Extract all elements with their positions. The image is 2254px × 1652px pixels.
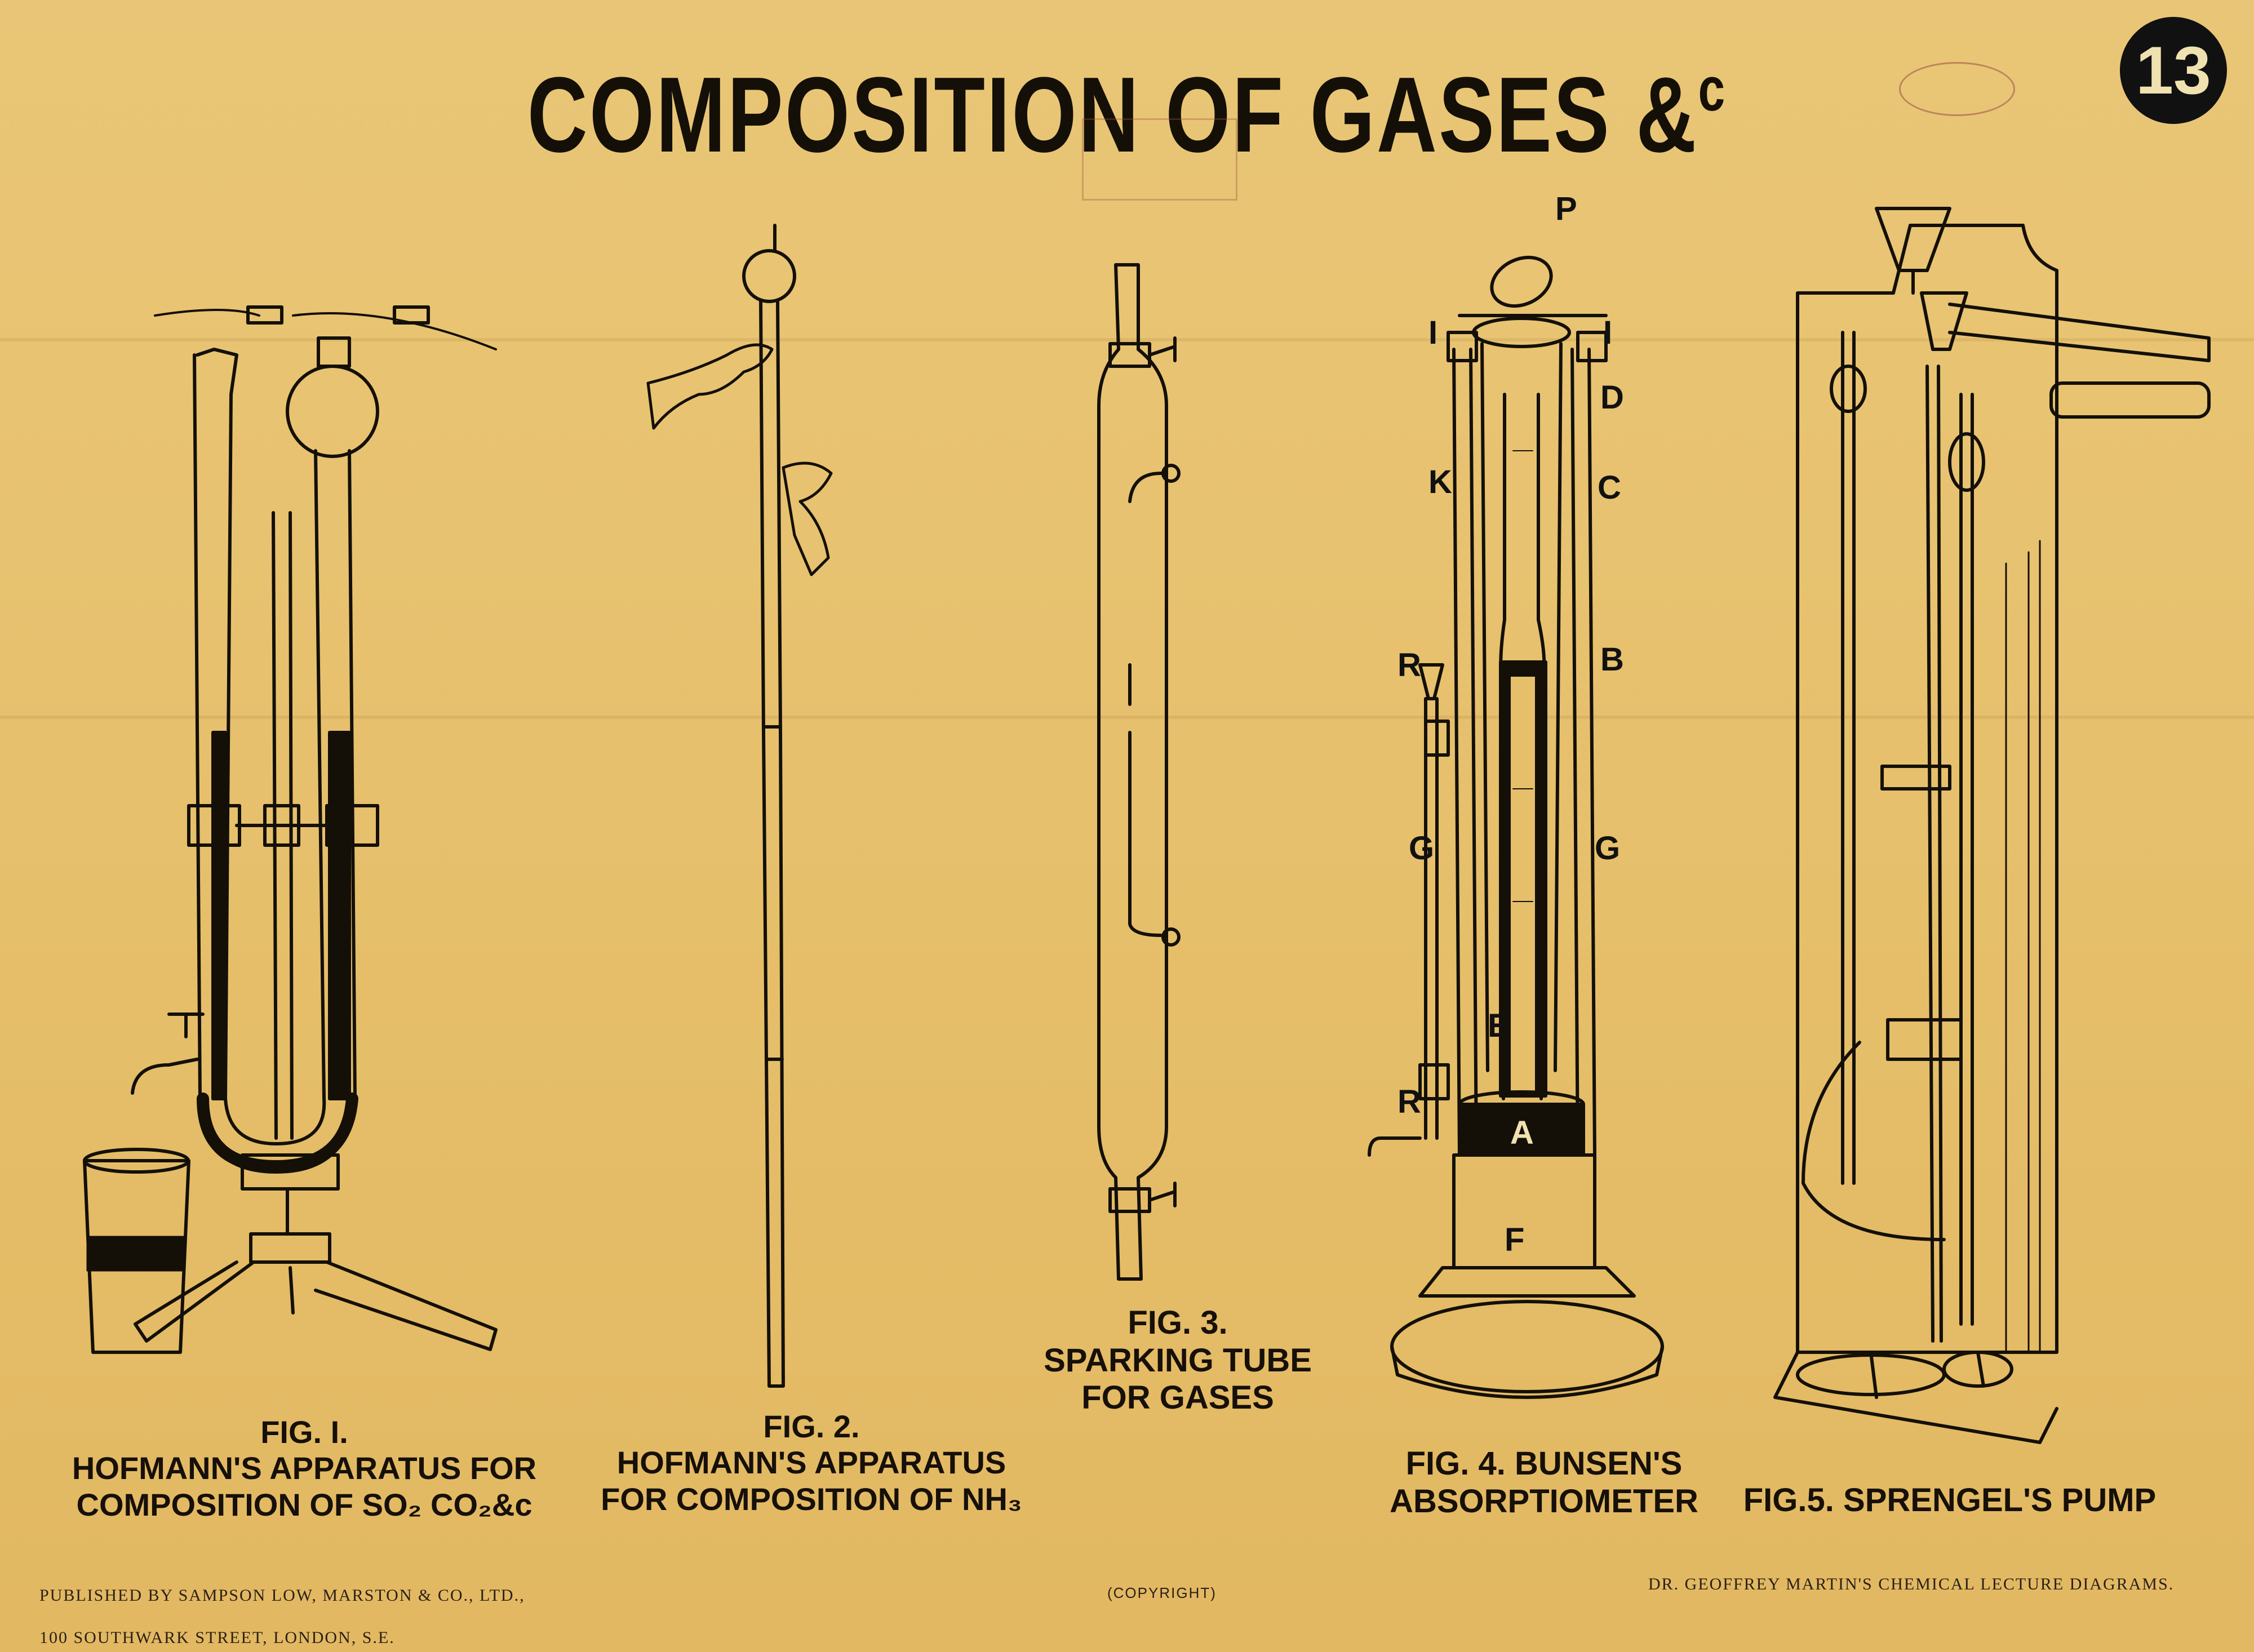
label-r-bottom: R — [1397, 1083, 1421, 1120]
fig2-caption-line2: FOR COMPOSITION OF NH₃ — [601, 1481, 1022, 1517]
label-k: K — [1428, 464, 1452, 500]
series-title: DR. GEOFFREY MARTIN'S CHEMICAL LECTURE D… — [1648, 1575, 2175, 1593]
fig4-caption-line1: ABSORPTIOMETER — [1390, 1482, 1698, 1520]
label-r-top: R — [1397, 647, 1421, 683]
fig5-sprengel-pump — [1773, 207, 2211, 1444]
label-p: P — [1555, 190, 1577, 227]
fig2-caption-line1: HOFMANN'S APPARATUS — [616, 1445, 1006, 1481]
publisher-line2: 100 SOUTHWARK STREET, LONDON, S.E. — [39, 1628, 395, 1647]
fig1-caption-line2: COMPOSITION OF SO₂ CO₂&c — [76, 1486, 533, 1522]
fig2-hofmann-nh3-apparatus — [646, 224, 833, 1388]
fig1-caption-line1: HOFMANN'S APPARATUS FOR — [72, 1450, 537, 1486]
fig1-number: FIG. I. — [260, 1414, 348, 1450]
paper-fold — [0, 338, 2254, 341]
label-c: C — [1598, 469, 1621, 506]
fig1-hofmann-apparatus — [83, 305, 498, 1354]
library-seal — [1082, 118, 1237, 201]
label-g-left: G — [1409, 830, 1434, 867]
poster-title: COMPOSITION OF GASES &c — [527, 55, 1727, 175]
fig3-caption-line2: FOR GASES — [1081, 1379, 1274, 1416]
fig3-sparking-tube — [1097, 263, 1181, 1281]
label-b: B — [1600, 641, 1624, 678]
fig5-number: FIG.5. SPRENGEL'S PUMP — [1743, 1482, 2157, 1518]
label-e: E — [1488, 1007, 1510, 1044]
label-d: D — [1600, 379, 1624, 416]
label-i-left: I — [1428, 314, 1437, 351]
copyright-notice: (COPYRIGHT) — [1107, 1584, 1217, 1601]
fig5-caption: FIG.5. SPRENGEL'S PUMP — [1724, 1482, 2175, 1520]
label-g-right: G — [1595, 830, 1620, 867]
fig3-caption-line1: SPARKING TUBE — [1044, 1342, 1312, 1379]
fig3-caption: FIG. 3. SPARKING TUBE FOR GASES — [952, 1304, 1403, 1417]
paper-fold — [0, 716, 2254, 719]
fig4-number: FIG. 4. BUNSEN'S — [1405, 1445, 1683, 1482]
publisher-line1: PUBLISHED BY SAMPSON LOW, MARSTON & CO.,… — [39, 1586, 525, 1605]
fig1-caption: FIG. I. HOFMANN'S APPARATUS FOR COMPOSIT… — [56, 1414, 552, 1523]
label-i-right: I — [1603, 314, 1612, 351]
label-a: A — [1510, 1114, 1534, 1151]
fig2-caption: FIG. 2. HOFMANN'S APPARATUS FOR COMPOSIT… — [586, 1409, 1037, 1517]
fig4-bunsen-absorptiometer — [1368, 255, 1664, 1399]
fig2-number: FIG. 2. — [763, 1409, 860, 1444]
fig4-labels: P I I D K C R B G G E R A F — [1397, 190, 1624, 1258]
label-f: F — [1505, 1222, 1524, 1258]
library-stamp — [1899, 62, 2015, 116]
fig3-number: FIG. 3. — [1128, 1304, 1228, 1341]
fig4-caption: FIG. 4. BUNSEN'S ABSORPTIOMETER — [1313, 1445, 1775, 1520]
plate-number-badge: 13 — [2120, 17, 2227, 124]
